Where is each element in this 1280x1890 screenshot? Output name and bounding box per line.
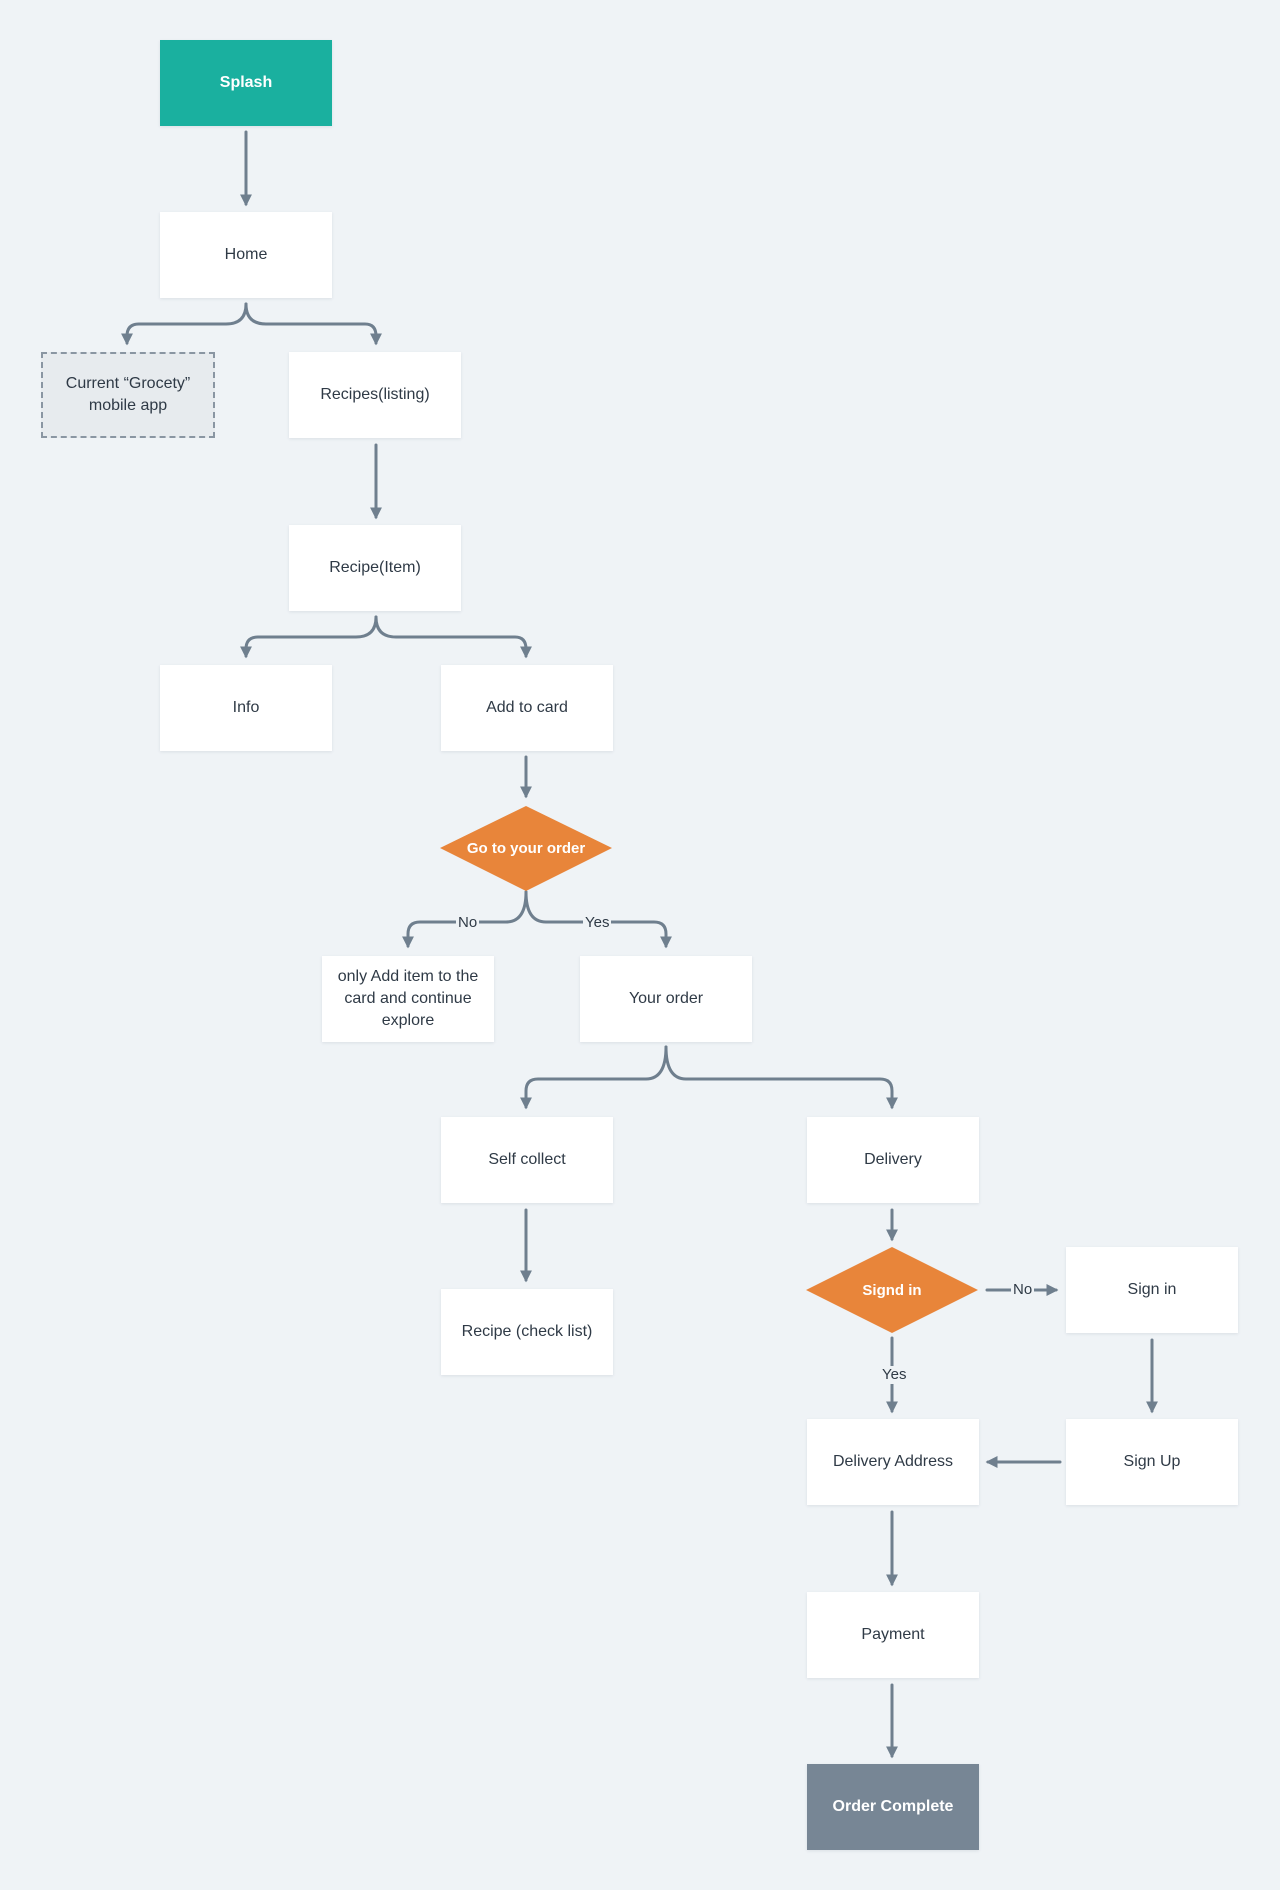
node-sign-in: Sign in [1066, 1247, 1238, 1333]
edge-label-order-no: No [456, 914, 480, 932]
edge-decision-yes [524, 890, 672, 949]
node-current-app: Current “Grocety” mobile app [41, 352, 215, 438]
node-home: Home [160, 212, 332, 298]
node-your-order: Your order [580, 956, 752, 1042]
edge-order-delivery [664, 1045, 898, 1110]
node-recipes-listing: Recipes(listing) [289, 352, 461, 438]
edge-label-order-yes: Yes [583, 914, 612, 932]
node-self-collect: Self collect [441, 1117, 613, 1203]
node-delivery-address: Delivery Address [807, 1419, 979, 1505]
edge-decision-no [402, 890, 528, 949]
node-delivery: Delivery [807, 1117, 979, 1203]
node-payment: Payment [807, 1592, 979, 1678]
decision-signed-in: Signd in [862, 1281, 922, 1299]
node-recipe-checklist: Recipe (check list) [441, 1289, 613, 1375]
decision-signed-in-shape [806, 1247, 978, 1333]
edge-home-recipes [244, 302, 382, 346]
node-add-to-card: Add to card [441, 665, 613, 751]
edge-item-info [240, 615, 378, 659]
edge-order-self [520, 1045, 668, 1110]
node-order-complete: Order Complete [807, 1764, 979, 1850]
node-only-add: only Add item to the card and continue e… [322, 956, 494, 1042]
node-info: Info [160, 665, 332, 751]
edge-label-signed-yes: Yes [880, 1366, 909, 1384]
node-recipe-item: Recipe(Item) [289, 525, 461, 611]
node-splash: Splash [160, 40, 332, 126]
edge-label-signed-no: No [1011, 1281, 1035, 1299]
decision-go-to-order-shape [440, 806, 612, 891]
edge-item-add [374, 615, 532, 659]
node-sign-up: Sign Up [1066, 1419, 1238, 1505]
edge-home-current-app [121, 302, 248, 346]
decision-go-to-order: Go to your order [466, 840, 586, 857]
